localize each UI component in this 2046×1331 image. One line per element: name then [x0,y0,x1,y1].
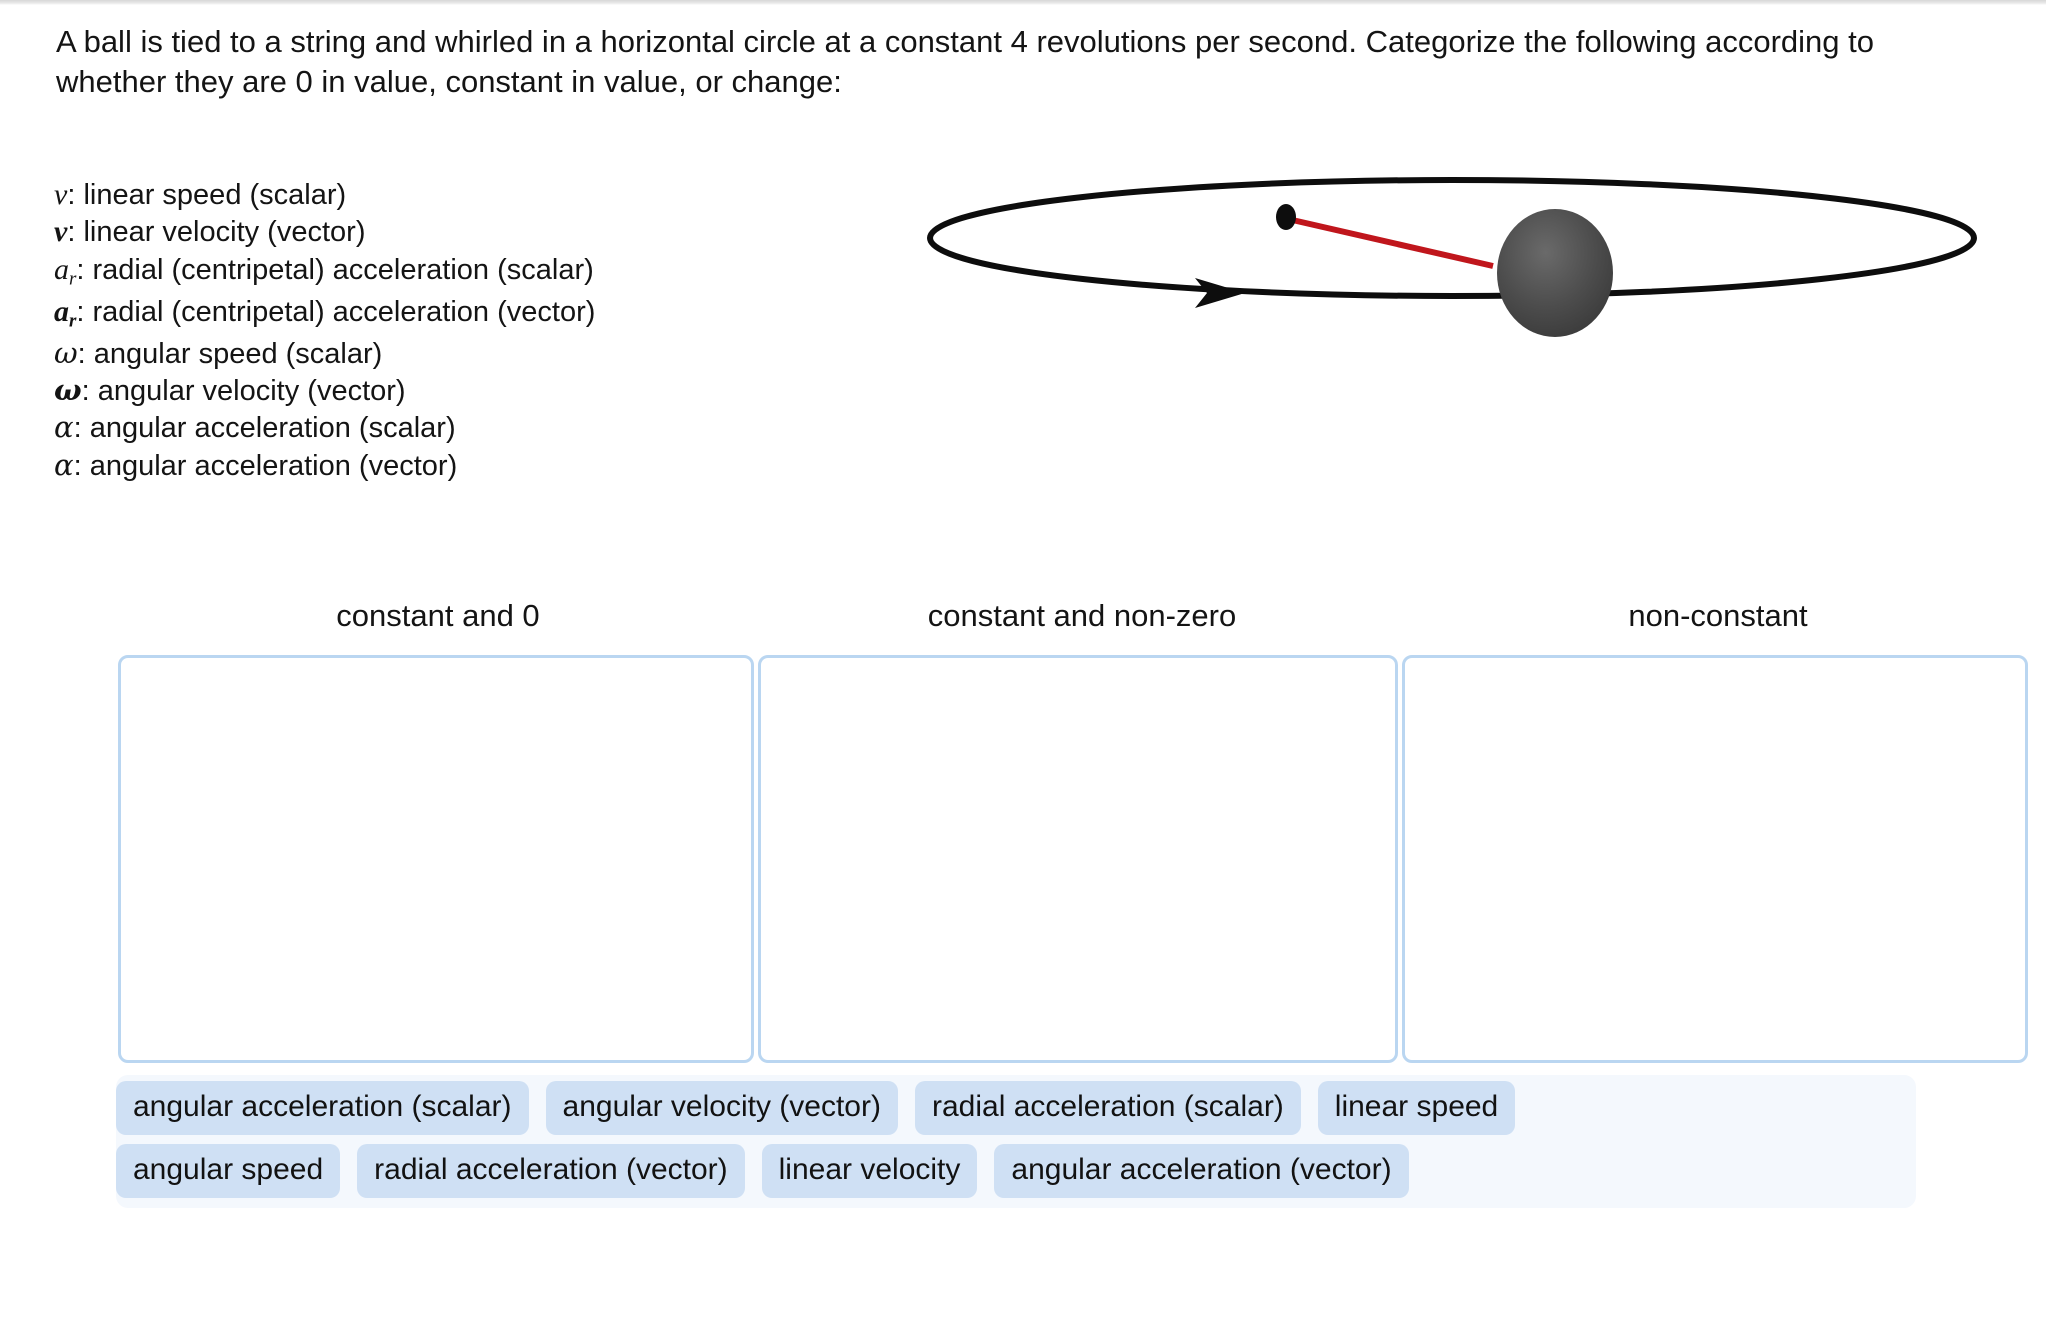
legend-item-angular-acceleration-vector: α: angular acceleration (vector) [54,447,874,484]
drop-zone-non-constant[interactable] [1402,655,2028,1063]
chip-linear-velocity[interactable]: linear velocity [761,1144,978,1198]
variable-legend: v: linear speed (scalar) v: linear veloc… [54,176,874,484]
symbol-alpha-scalar: α [54,410,74,445]
zone-header-non-constant: non-constant [1628,598,1808,633]
center-dot [1276,204,1296,230]
legend-label-angular-velocity: : angular velocity (vector) [81,375,406,408]
legend-label-linear-speed: : linear speed (scalar) [67,179,347,211]
direction-arrow-icon [1195,278,1245,308]
legend-label-angular-acceleration-scalar: : angular acceleration (scalar) [73,412,456,445]
zone-header-constant-and-0: constant and 0 [336,598,540,633]
symbol-v-scalar: v [54,178,68,211]
legend-label-linear-velocity: : linear velocity (vector) [67,216,366,249]
legend-label-angular-acceleration-vector: : angular acceleration (vector) [73,449,458,482]
legend-label-angular-speed: : angular speed (scalar) [77,338,383,371]
chip-angular-speed[interactable]: angular speed [116,1144,341,1198]
chip-angular-acceleration-scalar[interactable]: angular acceleration (scalar) [116,1081,529,1135]
chip-row-2: angular speed radial acceleration (vecto… [116,1144,1916,1198]
symbol-a-r-vector: ar [54,295,77,332]
legend-label-radial-acceleration-vector: : radial (centripetal) acceleration (vec… [76,296,596,329]
ball [1497,209,1613,337]
legend-label-radial-acceleration-scalar: : radial (centripetal) acceleration (sca… [76,253,594,286]
symbol-a-r-scalar: ar [54,252,77,290]
answer-chip-tray: angular acceleration (scalar) angular ve… [116,1075,1916,1208]
legend-item-linear-speed: v: linear speed (scalar) [54,176,874,213]
drop-zones [118,655,2028,1063]
string-line [1287,216,1494,269]
symbol-v-vector: v [54,215,68,249]
legend-item-radial-acceleration-vector: ar: radial (centripetal) acceleration (v… [54,291,874,335]
ball-on-string-diagram [915,160,1990,350]
legend-item-linear-velocity: v: linear velocity (vector) [54,213,874,250]
drop-zone-constant-and-0[interactable] [118,655,754,1063]
symbol-omega-scalar: ω [54,336,78,371]
symbol-alpha-vector: α [54,447,74,482]
chip-angular-velocity-vector[interactable]: angular velocity (vector) [545,1081,898,1135]
zone-header-constant-and-non-zero: constant and non-zero [927,598,1237,633]
drop-zone-headers: constant and 0 constant and non-zero non… [118,598,2030,634]
chip-row-1: angular acceleration (scalar) angular ve… [116,1081,1916,1135]
legend-item-angular-speed: ω: angular speed (scalar) [54,335,874,372]
chip-linear-speed[interactable]: linear speed [1317,1081,1516,1135]
chip-radial-acceleration-vector[interactable]: radial acceleration (vector) [357,1144,745,1198]
drop-zone-constant-and-non-zero[interactable] [758,655,1398,1063]
legend-item-radial-acceleration-scalar: ar: radial (centripetal) acceleration (s… [54,251,874,291]
chip-angular-acceleration-vector[interactable]: angular acceleration (vector) [994,1144,1409,1198]
legend-item-angular-acceleration-scalar: α: angular acceleration (scalar) [54,409,874,446]
window-top-strip [0,0,2046,5]
orbit-ellipse [927,177,1977,299]
question-prompt: A ball is tied to a string and whirled i… [56,24,1874,99]
symbol-omega-vector: ω [54,373,82,408]
legend-item-angular-velocity: ω: angular velocity (vector) [54,372,874,409]
chip-radial-acceleration-scalar[interactable]: radial acceleration (scalar) [914,1081,1301,1135]
